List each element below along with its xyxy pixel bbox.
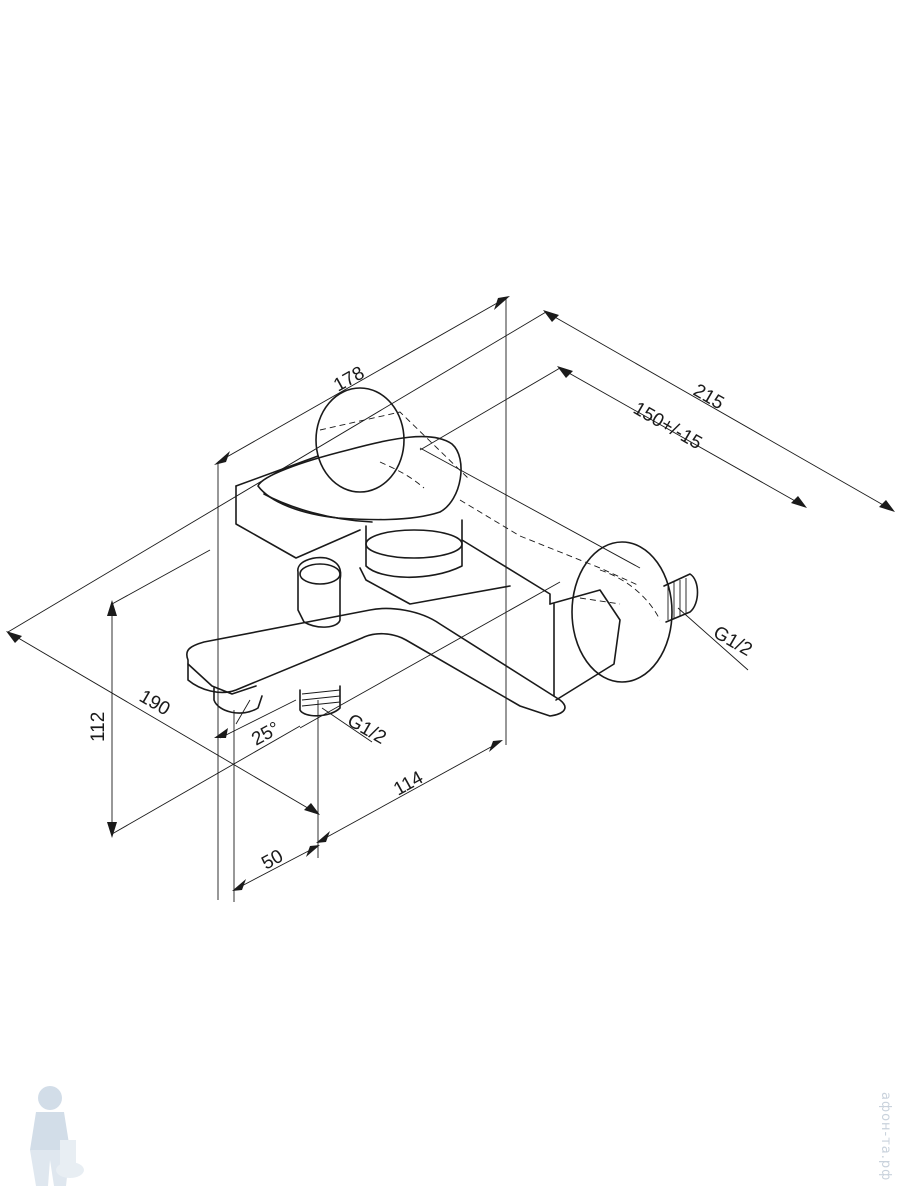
thread-inlet-label: G1/2 [344, 710, 390, 749]
dim-angle-label: 25° [248, 718, 283, 750]
dim-215-label: 215 [690, 380, 728, 414]
dim-112-label: 112 [88, 712, 109, 742]
faucet-body [186, 387, 699, 717]
dimension-lines [6, 296, 895, 902]
dim-150-label: 150+/-15 [630, 398, 706, 454]
dim-190-label: 190 [136, 686, 174, 720]
plumber-mascot-logo [30, 1086, 84, 1186]
thread-outlet-label: G1/2 [710, 622, 756, 661]
dim-50-label: 50 [258, 846, 287, 875]
dim-178-label: 178 [330, 363, 368, 397]
dim-114-label: 114 [390, 767, 427, 800]
watermark-site-text: афон-та.рф [878, 1092, 893, 1181]
